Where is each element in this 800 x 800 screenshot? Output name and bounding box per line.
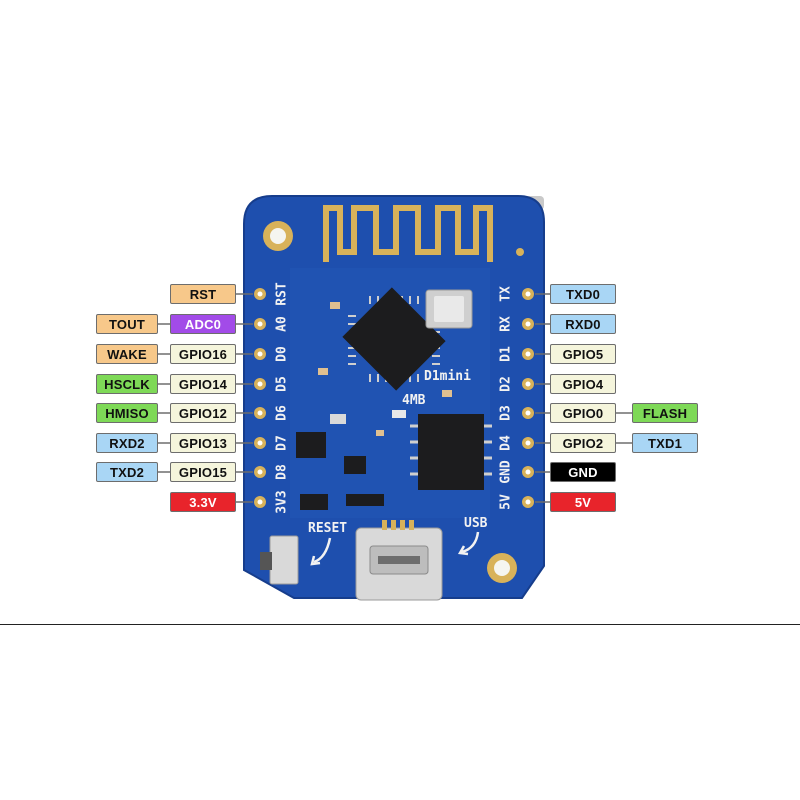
usb-label: USB — [464, 516, 488, 531]
pin-silkscreen: D7 — [275, 435, 290, 451]
pin-silkscreen: 3V3 — [275, 490, 290, 513]
left-alt-label: RXD2 — [96, 433, 158, 453]
right-pin-label: GPIO0 — [550, 403, 616, 423]
pin-silkscreen: D3 — [499, 405, 514, 421]
left-alt-label: TXD2 — [96, 462, 158, 482]
pin-silkscreen: A0 — [275, 316, 290, 332]
right-alt-label: TXD1 — [632, 433, 698, 453]
left-pin-label: GPIO14 — [170, 374, 236, 394]
left-alt-label: HMISO — [96, 403, 158, 423]
pin-silkscreen: TX — [499, 286, 514, 302]
smd-components — [296, 302, 452, 510]
right-pin-label: TXD0 — [550, 284, 616, 304]
reset-arrow-icon — [313, 537, 332, 564]
right-pin-label: 5V — [550, 492, 616, 512]
right-alt-label: FLASH — [632, 403, 698, 423]
pin-silkscreen: GND — [499, 460, 514, 484]
left-pin-label: RST — [170, 284, 236, 304]
flash-size-label: 4MB — [402, 393, 426, 408]
left-pin-label: ADC0 — [170, 314, 236, 334]
crystal-oscillator — [425, 289, 473, 329]
left-pin-label: GPIO16 — [170, 344, 236, 364]
right-pin-label: GPIO5 — [550, 344, 616, 364]
usb-arrow-icon — [461, 531, 480, 554]
micro-usb-port[interactable] — [355, 520, 443, 601]
antenna-trace — [323, 205, 493, 262]
pin-silkscreen: D0 — [275, 346, 290, 362]
left-alt-label: HSCLK — [96, 374, 158, 394]
reset-label: RESET — [308, 521, 347, 536]
pin-silkscreen: D4 — [499, 435, 514, 451]
right-pin-label: GND — [550, 462, 616, 482]
pin-silkscreen: D6 — [275, 405, 290, 421]
left-pin-label: 3.3V — [170, 492, 236, 512]
pin-silkscreen: D5 — [275, 376, 290, 392]
pin-silkscreen: D2 — [499, 376, 514, 392]
pin-silkscreen: D1 — [499, 346, 514, 362]
left-pin-label: GPIO15 — [170, 462, 236, 482]
left-alt-label: WAKE — [96, 344, 158, 364]
reset-button[interactable] — [260, 535, 299, 585]
divider-line — [0, 624, 800, 625]
pin-silkscreen: D8 — [275, 464, 290, 480]
pin-silkscreen: 5V — [499, 494, 514, 510]
pin-silkscreen: RST — [275, 282, 290, 306]
left-pin-label: GPIO12 — [170, 403, 236, 423]
right-pin-label: GPIO2 — [550, 433, 616, 453]
right-pin-label: RXD0 — [550, 314, 616, 334]
left-pin-label: GPIO13 — [170, 433, 236, 453]
pin-silkscreen: RX — [499, 316, 514, 332]
left-alt-label: TOUT — [96, 314, 158, 334]
flash-chip — [410, 414, 492, 490]
right-pin-label: GPIO4 — [550, 374, 616, 394]
board-name: D1mini — [424, 369, 471, 384]
